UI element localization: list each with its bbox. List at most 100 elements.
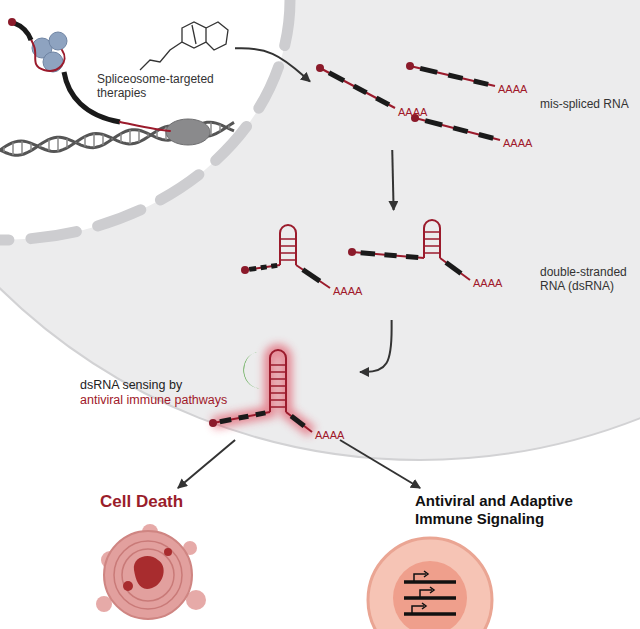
- art-circle: [393, 561, 467, 629]
- exon: [291, 416, 304, 426]
- stage-label: Spliceosome-targeted therapies: [97, 72, 227, 101]
- base-pair: [424, 238, 440, 240]
- exon: [376, 98, 389, 105]
- base-pair: [138, 130, 140, 142]
- flow-arrow: [392, 150, 393, 210]
- stage-region: dsRNA sensing byantiviral immune pathway…: [78, 340, 360, 440]
- stage-region: Antiviral and Adaptive Immune Signaling: [350, 488, 635, 626]
- art-circle: [164, 548, 172, 556]
- rna-strands: [209, 62, 500, 432]
- art-path: [140, 42, 182, 70]
- rna-line: [286, 412, 312, 432]
- base-pair: [280, 252, 296, 254]
- exon: [303, 270, 320, 282]
- label-holder: AAAA: [503, 133, 532, 151]
- label-holder: AAAA: [398, 102, 427, 120]
- stem-loop: [280, 225, 296, 265]
- base-pair: [424, 252, 440, 254]
- rna-line: [352, 252, 424, 258]
- art-circle: [123, 581, 133, 591]
- base-pair: [147, 134, 149, 137]
- rna-line: [320, 68, 395, 108]
- art-path: [192, 25, 196, 44]
- base-pair: [270, 406, 286, 408]
- base-pair: [57, 137, 59, 151]
- base-pair: [270, 378, 286, 380]
- spliceosome-subunit: [49, 32, 67, 50]
- base-pair: [270, 399, 286, 401]
- exon: [406, 257, 418, 258]
- base-pair: [156, 131, 158, 138]
- exon: [361, 253, 375, 254]
- base-pair: [66, 139, 68, 148]
- flow-arrow: [360, 320, 392, 372]
- base-pair: [228, 125, 230, 128]
- cap-dot: [8, 18, 16, 26]
- base-pair: [12, 143, 14, 155]
- exon: [271, 263, 277, 269]
- exon: [329, 73, 344, 81]
- art-path: [422, 603, 426, 609]
- spliceosome-subunit: [43, 52, 63, 72]
- polya-tail-label: AAAA: [398, 106, 427, 118]
- stage-label: dsRNA sensing by: [80, 378, 255, 393]
- cap-dot: [241, 266, 249, 274]
- art-path: [430, 587, 434, 593]
- art-path: [134, 556, 164, 589]
- base-pair: [3, 147, 5, 152]
- base-pair: [30, 143, 32, 150]
- base-pair: [210, 122, 212, 135]
- base-pair: [93, 134, 95, 148]
- exon: [220, 419, 231, 421]
- rna-line: [440, 258, 470, 280]
- base-pair: [48, 139, 50, 150]
- flow-arrow: [340, 440, 420, 488]
- cap-dot: [348, 248, 356, 256]
- polya-tail-label: AAAA: [333, 285, 362, 297]
- art-circle: [114, 541, 182, 609]
- polymerase: [166, 119, 210, 145]
- exon: [249, 268, 256, 269]
- art-path: [414, 574, 426, 582]
- nucleus: [0, 0, 290, 240]
- stage-region: mis-spliced RNA: [310, 55, 639, 150]
- art-path: [14, 23, 31, 40]
- nuclear-envelope: [0, 0, 290, 240]
- stage-label: mis-spliced RNA: [540, 97, 635, 111]
- immune-cell-figure: [368, 538, 492, 629]
- stage-region: double-stranded RNA (dsRNA): [240, 210, 639, 320]
- art-path: [420, 590, 432, 598]
- exon: [479, 135, 493, 139]
- rna-line: [245, 265, 280, 270]
- base-pair: [270, 392, 286, 394]
- art-path: [404, 580, 456, 584]
- base-pair: [280, 238, 296, 240]
- exon: [474, 81, 488, 84]
- polya-tail-label: AAAA: [498, 83, 527, 95]
- base-pair: [424, 245, 440, 247]
- label-holder: AAAA: [498, 79, 527, 97]
- art-path: [206, 22, 228, 50]
- art-path: [12, 22, 65, 71]
- base-pair: [120, 134, 122, 143]
- base-pair: [270, 371, 286, 373]
- base-pair: [75, 141, 77, 143]
- stem-loop: [424, 220, 440, 258]
- art-circle: [104, 531, 192, 619]
- art-path: [424, 571, 428, 577]
- label-holder: AAAA: [333, 281, 362, 299]
- stage-label: Cell Death: [100, 492, 220, 512]
- base-pair: [39, 145, 41, 148]
- base-pair: [270, 364, 286, 366]
- base-pair: [102, 134, 104, 144]
- stem-loop: [270, 350, 286, 412]
- polya-tail-label: AAAA: [473, 277, 502, 289]
- exon: [453, 128, 467, 132]
- label-holder: AAAA: [315, 425, 344, 443]
- base-pair: [424, 231, 440, 233]
- exon: [239, 416, 249, 418]
- base-pair: [21, 141, 23, 155]
